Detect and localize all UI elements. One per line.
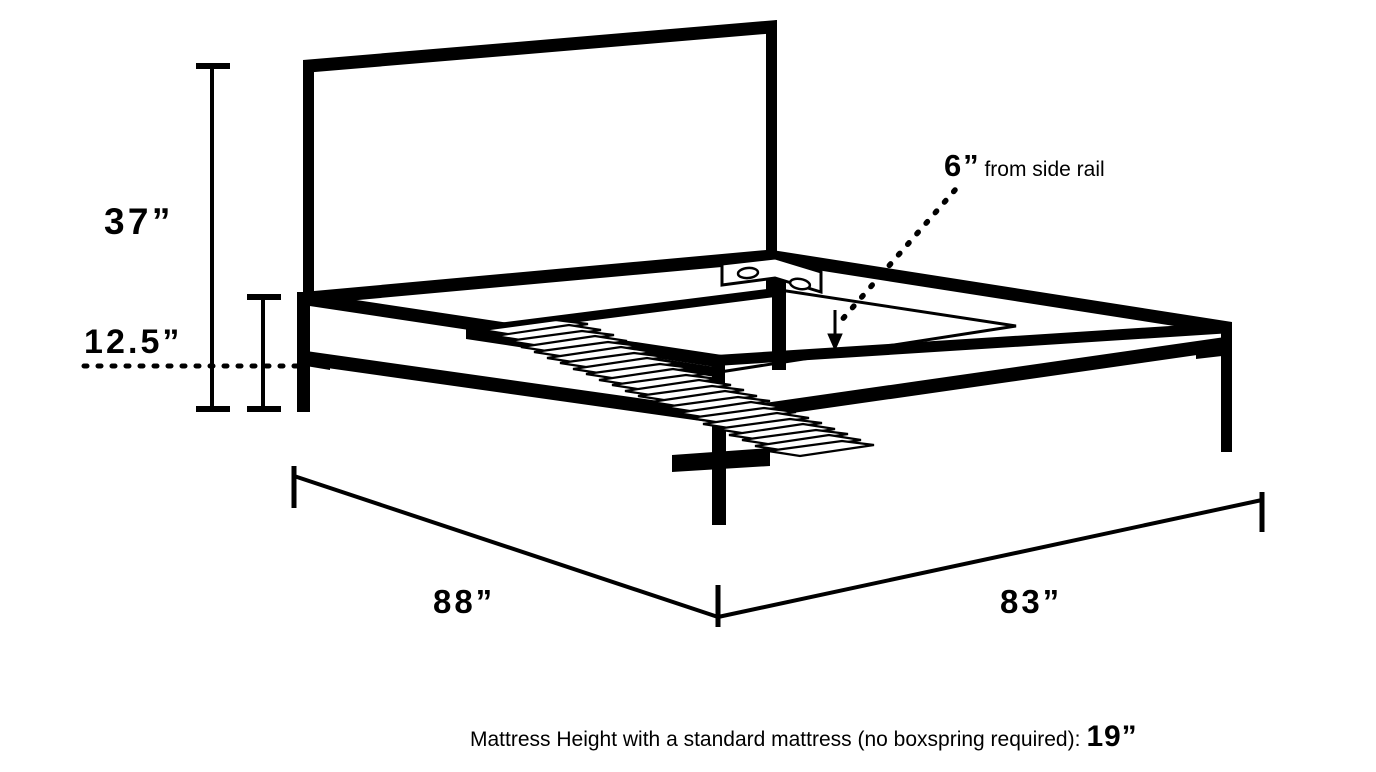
headboard-panel [303, 20, 777, 305]
dimension-line-88 [291, 466, 719, 619]
caption-value: 19” [1086, 720, 1138, 753]
caption-text: Mattress Height with a standard mattress… [470, 728, 1081, 751]
dimension-label-frame-height: 12.5” [84, 323, 183, 361]
dimension-label-width: 83” [1000, 583, 1063, 620]
wooden-slats [481, 318, 875, 458]
callout-leader-line [837, 187, 958, 325]
callout-arrow [827, 310, 843, 352]
dimension-line-12-5 [247, 294, 281, 412]
mattress-height-caption: Mattress Height with a standard mattress… [470, 722, 1138, 752]
dimension-line-37 [196, 63, 230, 412]
callout-text: from side rail [984, 158, 1105, 181]
dimension-line-83 [717, 492, 1265, 619]
dimension-label-headboard-height: 37” [104, 201, 174, 242]
callout-side-rail: 6”from side rail [944, 150, 1105, 181]
callout-value: 6” [944, 148, 981, 183]
dimension-label-length: 88” [433, 583, 496, 620]
bracket-screw-holes [736, 266, 812, 291]
